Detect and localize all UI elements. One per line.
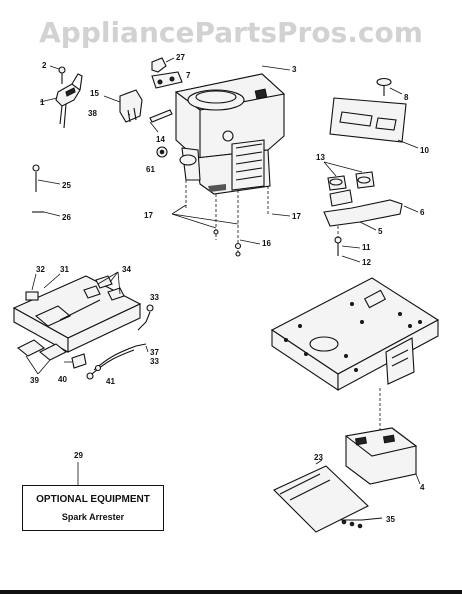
- throttle-control-part: [39, 65, 83, 129]
- fuel-tank-assembly-part: [12, 271, 142, 353]
- optional-equipment-title: OPTIONAL EQUIPMENT: [36, 494, 150, 505]
- callout-34: 34: [122, 265, 131, 274]
- fastener-8-part: [376, 77, 403, 96]
- bottom-divider: [0, 590, 462, 594]
- callout-31: 31: [60, 265, 69, 274]
- callout-11: 11: [362, 243, 371, 252]
- callout-32: 32: [36, 265, 45, 274]
- callout-8: 8: [404, 93, 409, 102]
- callout-14: 14: [156, 135, 165, 144]
- muffler-part: [344, 427, 421, 485]
- shaft-14-part: [149, 109, 173, 133]
- callout-10: 10: [420, 146, 429, 155]
- optional-equipment-box: OPTIONAL EQUIPMENT Spark Arrester: [22, 485, 164, 531]
- callout-17b: 17: [292, 212, 301, 221]
- screw-25-part: [32, 164, 61, 192]
- callout-27: 27: [176, 53, 185, 62]
- callout-2: 2: [42, 61, 47, 70]
- callout-25: 25: [62, 181, 71, 190]
- bracket-7-part: [151, 71, 183, 89]
- optional-equipment-item: Spark Arrester: [61, 512, 125, 522]
- callout-33b: 33: [150, 357, 159, 366]
- callout-35: 35: [386, 515, 395, 524]
- callout-23: 23: [314, 453, 323, 462]
- bolt-61-part: [156, 146, 168, 158]
- callout-37: 37: [150, 348, 159, 357]
- foam-pads-part: [16, 339, 68, 375]
- choke-knob-part: [103, 89, 143, 123]
- callout-7: 7: [186, 71, 191, 80]
- callout-3: 3: [292, 65, 297, 74]
- mount-guidelines: [171, 180, 291, 257]
- fuel-line-part: [86, 304, 154, 380]
- heat-shield-10-part: [329, 97, 419, 149]
- callout-61: 61: [146, 165, 155, 174]
- callout-13: 13: [316, 153, 325, 162]
- callout-17a: 17: [144, 211, 153, 220]
- callout-29: 29: [74, 451, 83, 460]
- clip-27-part: [151, 57, 175, 73]
- callout-15: 15: [90, 89, 99, 98]
- exhaust-pipe-part: [323, 161, 419, 263]
- chassis-frame-part: [270, 277, 440, 430]
- callout-16: 16: [262, 239, 271, 248]
- callout-39: 39: [30, 376, 39, 385]
- callout-1: 1: [40, 98, 45, 107]
- callout-40: 40: [58, 375, 67, 384]
- watermark-text: AppliancePartsPros.com: [39, 16, 423, 49]
- callout-labels: 1 2 3 4 5 6 7 8 10 11 12 13 14 15 16 17 …: [30, 53, 429, 524]
- callout-26: 26: [62, 213, 71, 222]
- fuel-filter-part: [64, 353, 87, 369]
- callout-38: 38: [88, 109, 97, 118]
- spark-arrester-part: [273, 459, 383, 533]
- callout-33a: 33: [150, 293, 159, 302]
- callout-41: 41: [106, 377, 115, 386]
- engine-part: [174, 65, 291, 195]
- callout-5: 5: [378, 227, 383, 236]
- callout-6: 6: [420, 208, 425, 217]
- screw-26-part: [32, 211, 61, 217]
- callout-12: 12: [362, 258, 371, 267]
- callout-4: 4: [420, 483, 425, 492]
